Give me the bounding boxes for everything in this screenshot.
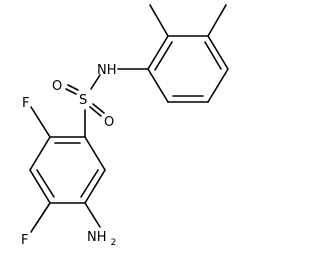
bond	[67, 84, 79, 91]
bond	[147, 35, 169, 70]
bond	[84, 202, 101, 228]
bond	[65, 88, 77, 95]
molecule-svg: NH S O O F F NH 2	[21, 4, 229, 248]
bond	[207, 68, 229, 103]
bond	[29, 136, 51, 171]
bond	[30, 106, 51, 138]
bond	[84, 136, 106, 171]
atom-labels: NH S O O F F NH 2	[21, 63, 117, 248]
amino-subscript: 2	[111, 238, 117, 248]
bond	[90, 74, 101, 90]
amino-label: NH 2	[87, 230, 116, 248]
molecule-diagram: NH S O O F F NH 2	[21, 4, 229, 248]
bond	[147, 68, 169, 103]
sulfur-label: S	[79, 93, 87, 108]
bond	[80, 169, 99, 198]
fluorine-label-lower: F	[21, 233, 28, 248]
bond	[29, 169, 51, 204]
amino-n: NH	[87, 230, 107, 245]
bond	[84, 169, 106, 204]
fluorine-label-upper: F	[22, 96, 29, 111]
bond	[89, 106, 102, 117]
bond	[36, 169, 55, 198]
nh-label: NH	[97, 63, 117, 78]
oxygen-label-top: O	[52, 79, 62, 94]
bonds	[29, 4, 229, 233]
bond	[149, 4, 169, 37]
oxygen-label-bottom: O	[104, 115, 114, 130]
bond	[207, 35, 229, 70]
bond	[154, 41, 173, 71]
bond	[30, 202, 51, 233]
bond	[204, 41, 222, 70]
bond	[92, 103, 105, 114]
bond	[207, 4, 227, 37]
